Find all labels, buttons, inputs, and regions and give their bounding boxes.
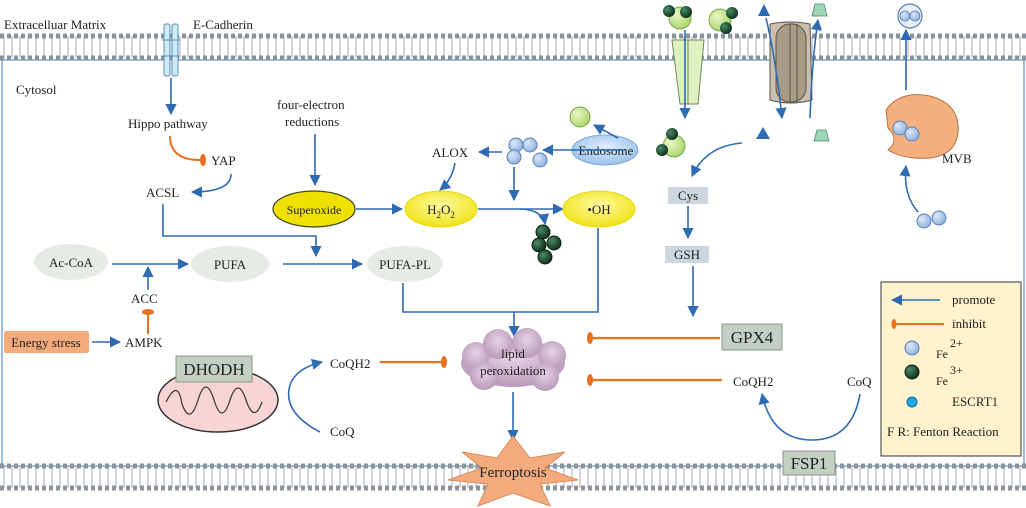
lipid-label: lipid — [501, 346, 525, 361]
gpx4-label: GPX4 — [731, 328, 774, 347]
transferrin-receptor-icon — [671, 39, 705, 105]
arrow-acsl-pufapl — [162, 204, 322, 258]
cystine-inside-icon — [756, 127, 770, 139]
gpx4-box — [721, 323, 783, 351]
fe2-mvb-2 — [931, 210, 947, 226]
transferrin-free-icon — [569, 106, 591, 128]
inhibit-cap-acc — [142, 309, 154, 315]
yap-label: YAP — [211, 153, 236, 168]
acsl-label: ACSL — [146, 185, 179, 200]
arrow-fenton-fe3 — [519, 208, 550, 226]
cys-box — [668, 187, 708, 204]
superoxide-node — [272, 190, 356, 228]
exosome-icon — [897, 3, 923, 29]
h2o2-label: H2O2 — [427, 202, 455, 220]
lipid-peroxidation-node — [461, 328, 566, 391]
transferrin-fe3-outside-icon — [663, 5, 738, 34]
legend-inhibit-cap — [891, 319, 897, 329]
legend-fe2-label: Fe2+ — [936, 336, 963, 361]
legend-fe3-label: Fe3+ — [936, 363, 963, 388]
hippo-pathway-label: Hippo pathway — [128, 116, 208, 131]
cystine-outside-icon — [758, 4, 770, 16]
pufa-pl-label: PUFA-PL — [379, 257, 431, 272]
energy-stress-label: Energy stress — [11, 335, 80, 350]
hydroxyl-radical-label: •OH — [587, 202, 610, 217]
transferrin-fe3-endosome-icon — [656, 128, 686, 158]
arrow-coq-cycle-right — [758, 392, 861, 441]
arrow-cystine-in — [765, 17, 787, 120]
fe2-cluster — [506, 137, 548, 168]
legend-fe3-icon — [904, 364, 920, 380]
legend-escrt1-icon — [906, 396, 918, 408]
cytosol-label: Cytosol — [16, 82, 57, 97]
mvb-label: MVB — [942, 151, 972, 166]
energy-stress-box — [4, 331, 89, 353]
inhibit-hippo-yap — [169, 135, 201, 161]
ferroptosis-node — [447, 435, 579, 507]
arrow-oh-lipid — [508, 228, 599, 338]
legend-promote-label: promote — [952, 292, 996, 307]
e-cadherin-receptor-icon — [162, 23, 180, 77]
pufa-pl-node — [367, 246, 443, 282]
fsp1-label: FSP1 — [791, 454, 828, 473]
dhodh-box — [175, 355, 253, 383]
legend: promote inhibit Fe2+ Fe3+ ESCRT1 F R: Fe… — [880, 281, 1022, 457]
fe3-cluster — [531, 224, 562, 265]
arrow-cystine-cys — [691, 142, 743, 178]
cys-label: Cys — [678, 188, 698, 203]
inhibit-cap-gpx4 — [587, 332, 593, 344]
inhibit-cap-coqh2-left — [441, 356, 447, 368]
ferroptosis-label: Ferroptosis — [479, 465, 547, 481]
gsh-label: GSH — [674, 247, 700, 262]
coq-left-label: CoQ — [330, 424, 355, 439]
legend-inhibit-label: inhibit — [952, 316, 986, 331]
inhibit-cap-coqh2-right — [587, 374, 593, 386]
acoa-label: Ac-CoA — [49, 255, 94, 270]
four-electron-label: four-electron — [277, 97, 345, 112]
inhibit-cap — [200, 154, 206, 166]
legend-fe2-icon — [904, 340, 920, 356]
dhodh-label: DHODH — [183, 360, 244, 379]
arrow-endosome-transferrin — [593, 124, 619, 139]
legend-escrt1-label: ESCRT1 — [952, 394, 998, 409]
gsh-box — [665, 246, 709, 263]
fsp1-box — [782, 450, 836, 476]
fe2-mvb-1 — [916, 213, 932, 229]
arrow-fe2-mvb — [899, 164, 919, 213]
hydroxyl-radical-node — [562, 190, 636, 228]
arrow-glutamate-out — [809, 18, 823, 119]
legend-fr-label: F R: Fenton Reaction — [887, 424, 999, 439]
pufa-node — [191, 246, 269, 282]
h2o2-node — [404, 190, 478, 228]
arrow-yap-acsl — [190, 173, 232, 198]
coq-right-label: CoQ — [847, 374, 872, 389]
cystine-transporter-icon — [769, 21, 813, 104]
coqh2-right-label: CoQH2 — [733, 374, 773, 389]
arrow-alox-h2o2 — [439, 162, 456, 191]
top-membrane — [0, 33, 1026, 61]
acoa-node — [34, 244, 108, 280]
pufa-label: PUFA — [214, 257, 247, 272]
coqh2-left-label: CoQH2 — [330, 356, 370, 371]
arrow-coq-cycle-left — [287, 358, 324, 433]
peroxidation-label: peroxidation — [480, 363, 546, 378]
glutamate-outside-icon — [811, 3, 828, 17]
mvb-icon — [885, 94, 959, 159]
e-cadherin-label: E-Cadherin — [193, 17, 253, 32]
acc-label: ACC — [131, 291, 158, 306]
superoxide-label: Superoxide — [287, 203, 342, 217]
ampk-label: AMPK — [125, 335, 163, 350]
glutamate-inside-icon — [813, 129, 830, 142]
reductions-label: reductions — [285, 114, 339, 129]
alox-label: ALOX — [432, 145, 469, 160]
extracellular-matrix-label: Extracelluar Matrix — [4, 17, 107, 32]
arrow-pufapl-lipid — [402, 283, 514, 313]
